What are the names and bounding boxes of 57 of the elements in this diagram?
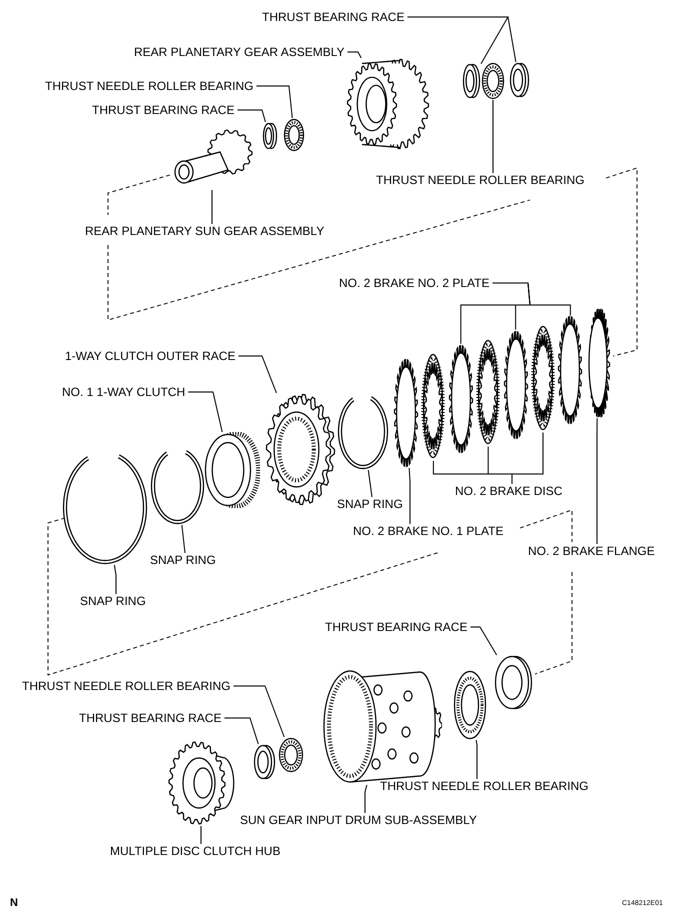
needle-bearing-drawing xyxy=(283,118,305,152)
leader-line xyxy=(476,740,478,780)
part-label: 1-WAY CLUTCH OUTER RACE xyxy=(65,350,236,362)
part-label: SNAP RING xyxy=(150,554,216,566)
leader-line xyxy=(512,432,544,484)
bearing-race-drawing xyxy=(493,655,533,710)
orientation-mark: N xyxy=(10,898,18,909)
leader-line xyxy=(238,356,277,394)
leader-line xyxy=(224,718,259,744)
leader-line xyxy=(114,564,116,594)
part-label: THRUST BEARING RACE xyxy=(325,621,468,633)
leader-line xyxy=(492,100,494,174)
leader-line xyxy=(256,86,293,118)
part-label: THRUST NEEDLE ROLLER BEARING xyxy=(22,680,230,692)
leader-line xyxy=(408,468,410,524)
leader-line xyxy=(181,524,186,554)
bearing-race-drawing xyxy=(261,122,278,150)
clutch-plate-drawing xyxy=(502,330,529,440)
bearing-race-drawing xyxy=(461,63,481,99)
one-way-clutch-drawing xyxy=(202,432,260,508)
part-label: THRUST NEEDLE ROLLER BEARING xyxy=(376,174,584,186)
part-label: THRUST BEARING RACE xyxy=(262,11,404,23)
needle-bearing-drawing xyxy=(481,62,505,100)
leader-line xyxy=(347,52,362,58)
part-label: SNAP RING xyxy=(337,498,403,510)
leader-line xyxy=(200,826,202,844)
leader-line xyxy=(368,470,372,498)
part-label: NO. 2 BRAKE DISC xyxy=(455,485,562,497)
leader-line xyxy=(492,282,571,316)
leader-line xyxy=(233,686,285,738)
part-label: SNAP RING xyxy=(80,595,146,607)
part-label: NO. 2 BRAKE NO. 2 PLATE xyxy=(339,277,490,289)
leader-line xyxy=(188,392,223,432)
part-label: THRUST NEEDLE ROLLER BEARING xyxy=(45,80,254,92)
bearing-race-drawing xyxy=(252,744,276,780)
clutch-plate-drawing xyxy=(448,344,474,454)
clutch-hub-drawing xyxy=(167,740,235,826)
part-label: THRUST BEARING RACE xyxy=(92,104,234,116)
part-label: REAR PLANETARY SUN GEAR ASSEMBLY xyxy=(85,225,324,237)
clutch-plate-drawing xyxy=(393,358,419,468)
needle-bearing-drawing xyxy=(453,670,487,740)
part-label: NO. 2 BRAKE FLANGE xyxy=(528,545,655,557)
leader-line xyxy=(470,626,498,656)
part-label: SUN GEAR INPUT DRUM SUB-ASSEMBLY xyxy=(240,814,477,826)
part-label: NO. 1 1-WAY CLUTCH xyxy=(62,386,186,398)
clutch-plate-drawing xyxy=(557,315,584,426)
part-label: THRUST NEEDLE ROLLER BEARING xyxy=(380,780,588,792)
part-label: THRUST BEARING RACE xyxy=(79,712,222,724)
part-label: NO. 2 BRAKE NO. 1 PLATE xyxy=(353,525,504,537)
part-label: REAR PLANETARY GEAR ASSEMBLY xyxy=(134,46,345,58)
leader-line xyxy=(236,110,266,122)
leader-line xyxy=(364,784,368,814)
bearing-race-drawing xyxy=(508,62,530,98)
leader-line xyxy=(596,418,598,544)
needle-bearing-drawing xyxy=(278,737,304,773)
part-label: MULTIPLE DISC CLUTCH HUB xyxy=(110,845,280,857)
snap-ring-drawing xyxy=(337,393,389,470)
